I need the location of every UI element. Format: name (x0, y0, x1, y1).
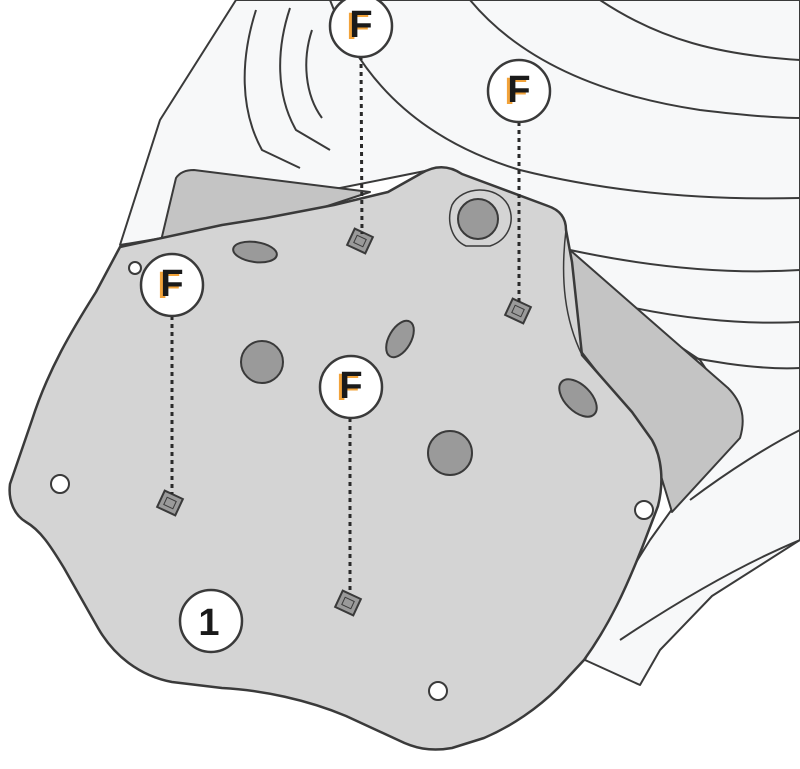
small-hole-top-left (128, 261, 142, 275)
leader-top (359, 55, 364, 235)
slot-hole-right (558, 378, 598, 418)
fender-lower-line (689, 429, 800, 501)
small-hole-bottom (428, 681, 448, 701)
nut-top (345, 227, 375, 255)
callout-f-left: F F (139, 252, 205, 318)
nut-bottom (333, 589, 363, 617)
slot-hole-top-left (232, 240, 278, 264)
large-hole-center (427, 430, 473, 476)
plate-rib-line (562, 229, 583, 356)
large-hole-left (240, 340, 284, 384)
nut-right (503, 297, 533, 325)
nut-left (155, 489, 185, 517)
callout-f-right-label: F (507, 69, 530, 111)
slot-hole-middle (385, 319, 415, 359)
callout-f-bottom: F F (318, 354, 384, 420)
part-number-label: 1 (198, 602, 219, 644)
svg-text:F: F (157, 265, 180, 307)
slot-holes (232, 240, 598, 418)
grab-handle-slot (305, 29, 323, 119)
svg-text:F: F (346, 6, 369, 48)
fender-edge-line (619, 539, 800, 641)
seat-inner-curve (469, 0, 800, 119)
small-hole-left (50, 474, 70, 494)
mounting-plate (8, 166, 663, 751)
svg-text:F: F (336, 367, 359, 409)
grab-handle-inner (279, 7, 331, 151)
captive-nuts (155, 227, 533, 617)
callout-f-top: F F (328, 0, 394, 59)
small-holes (50, 261, 654, 701)
svg-text:F: F (504, 71, 527, 113)
large-hole-top (457, 198, 499, 240)
callout-f-right: F F (486, 58, 552, 124)
callout-f-bottom-label: F (339, 365, 362, 407)
top-hole-boss (448, 189, 512, 247)
grab-handle-left (243, 9, 301, 169)
fastener-callouts: F F F F F F F F (139, 0, 552, 420)
frame-rail-1 (569, 249, 800, 273)
callout-f-top-label: F (349, 4, 372, 46)
callout-f-left-label: F (160, 263, 183, 305)
seat-cover-curve (599, 0, 800, 61)
captive-nut-inner (163, 234, 525, 610)
large-holes (240, 198, 499, 476)
small-hole-right (634, 500, 654, 520)
leader-lines (170, 55, 521, 594)
part-number-callout: 1 (178, 588, 244, 654)
